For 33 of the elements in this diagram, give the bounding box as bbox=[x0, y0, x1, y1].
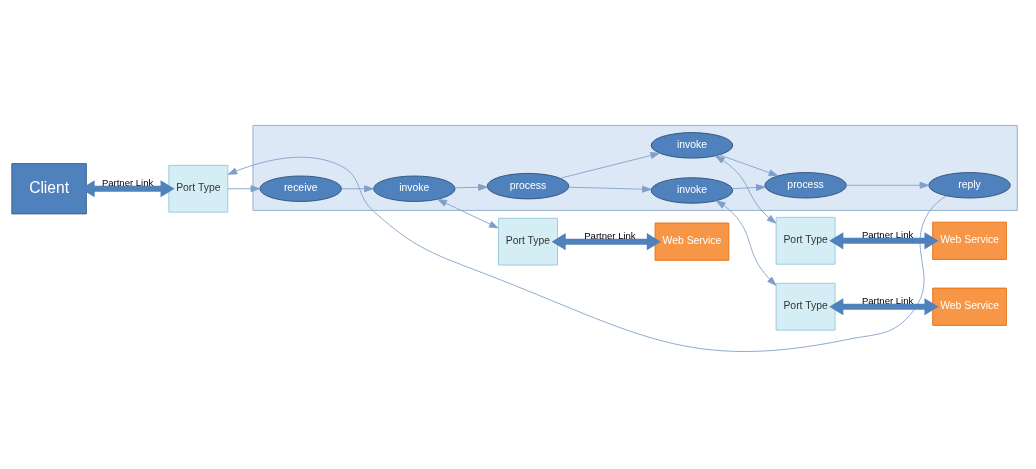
node-ellipse: invoke bbox=[373, 175, 456, 202]
edge-label: Partner Link bbox=[584, 229, 636, 241]
node-ellipse: process bbox=[486, 172, 570, 199]
node-box: Port Type bbox=[775, 282, 836, 331]
node-box: Client bbox=[11, 162, 87, 214]
node-box: Port Type bbox=[498, 217, 558, 266]
arrow bbox=[227, 156, 947, 352]
node-box: Port Type bbox=[775, 216, 836, 265]
arrow bbox=[846, 181, 930, 189]
arrow bbox=[568, 185, 652, 193]
arrow bbox=[227, 184, 261, 192]
arrow bbox=[829, 297, 939, 315]
node-box: Port Type bbox=[168, 164, 229, 213]
arrow bbox=[341, 184, 374, 192]
arrow bbox=[732, 183, 766, 191]
arrow bbox=[715, 199, 777, 286]
node-ellipse: process bbox=[764, 171, 847, 198]
arrow bbox=[437, 198, 499, 228]
node-ellipse: reply bbox=[928, 171, 1011, 198]
edge-label: Partner Link bbox=[861, 294, 914, 306]
arrow bbox=[829, 231, 939, 249]
arrow bbox=[454, 183, 488, 191]
node-ellipse: receive bbox=[259, 175, 342, 202]
arrow bbox=[719, 154, 779, 176]
node-ellipse: invoke bbox=[650, 176, 734, 204]
edge-label: Partner Link bbox=[101, 176, 154, 188]
arrow bbox=[715, 154, 777, 224]
node-box: Web Service bbox=[932, 287, 1007, 326]
arrow bbox=[560, 151, 660, 179]
edge-label: Partner Link bbox=[861, 228, 914, 240]
arrow bbox=[551, 232, 661, 250]
node-box: Web Service bbox=[932, 221, 1007, 260]
node-box: Web Service bbox=[654, 222, 730, 261]
